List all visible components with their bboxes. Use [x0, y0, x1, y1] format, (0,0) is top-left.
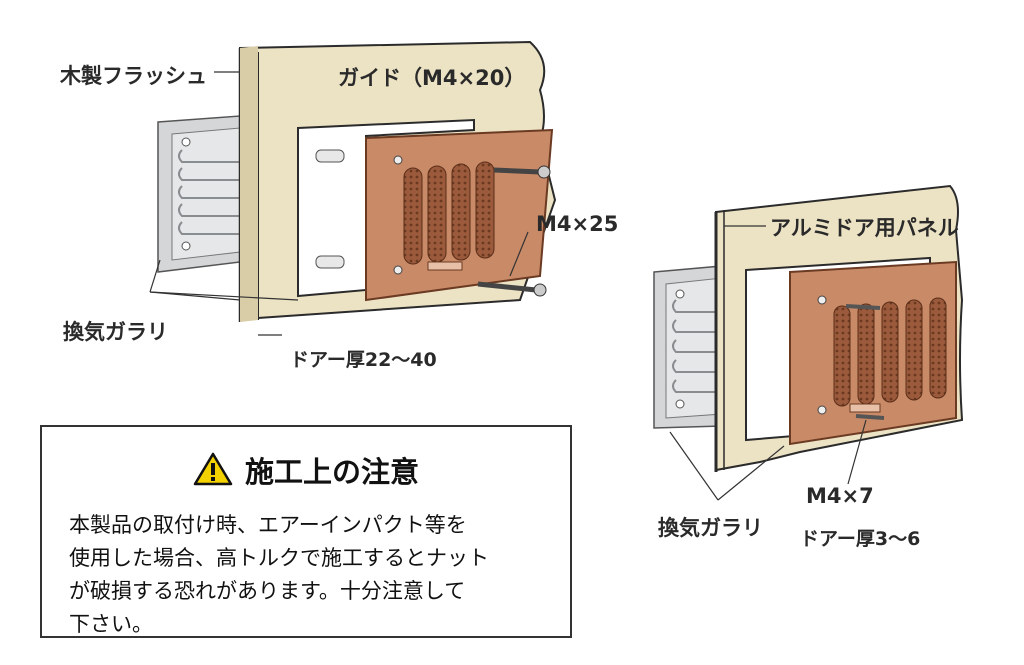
caution-line: が破損する恐れがあります。十分注意して: [69, 579, 466, 603]
right-figure: [653, 184, 964, 501]
caution-text: 本製品の取付け時、エアーインパクト等を 使用した場合、高トルクで施工するとナット…: [69, 509, 554, 641]
right-back-louver: [653, 265, 723, 429]
caution-line: 本製品の取付け時、エアーインパクト等を: [69, 513, 467, 537]
left-door-thickness-label: ドアー厚22～40: [290, 349, 437, 371]
warning-triangle-icon: [193, 452, 233, 493]
left-louver-label: 換気ガラリ: [63, 320, 168, 344]
left-screw-label: M4×25: [536, 212, 619, 236]
right-screw-label: M4×7: [806, 484, 874, 508]
right-front-louver: [789, 260, 957, 446]
left-screw-top: [493, 165, 551, 179]
left-leaders: [149, 71, 529, 336]
left-front-louver: [365, 128, 554, 302]
caution-box: 施工上の注意 本製品の取付け時、エアーインパクト等を 使用した場合、高トルクで施…: [40, 425, 572, 638]
caution-line: 使用した場合、高トルクで施工するとナット: [69, 546, 489, 570]
caution-title: 施工上の注意: [244, 455, 419, 489]
caution-line: 下さい。: [69, 612, 153, 636]
caution-heading: 施工上の注意: [42, 449, 570, 493]
aluminum-panel-label: アルミドア用パネル: [770, 216, 959, 240]
left-screw-bottom: [477, 281, 547, 297]
left-figure: [149, 40, 557, 336]
left-back-louver: [157, 115, 241, 273]
right-leaders: [669, 225, 867, 501]
right-louver-label: 換気ガラリ: [658, 516, 763, 540]
guide-label: ガイド（M4×20）: [338, 66, 526, 90]
wood-flush-label: 木製フラッシュ: [60, 64, 207, 88]
right-door-thickness-label: ドアー厚3～6: [800, 528, 921, 550]
